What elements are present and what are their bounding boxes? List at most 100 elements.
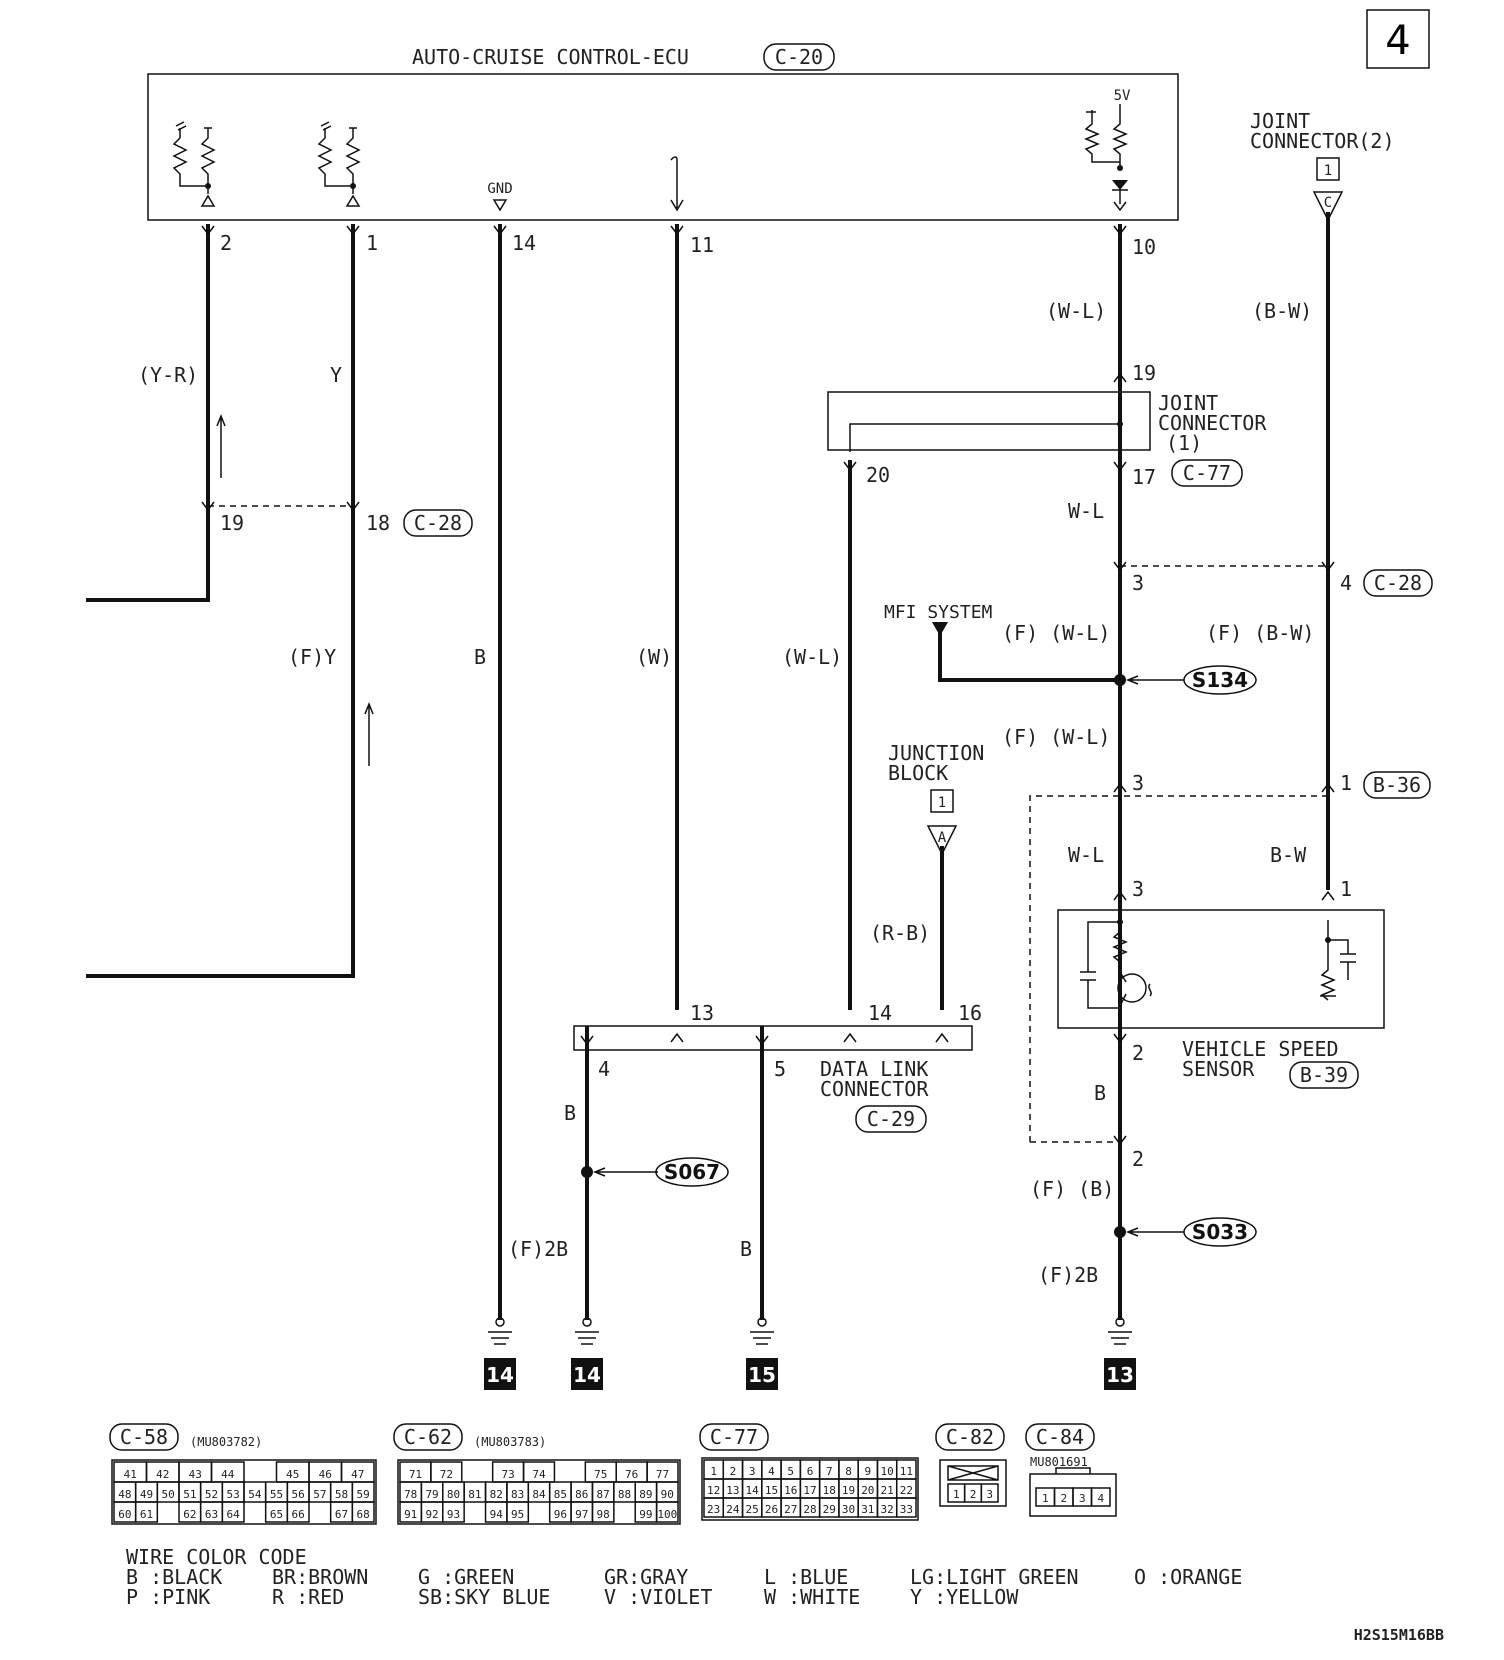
ecu-box: [147, 73, 1179, 221]
c62-part: (MU803783): [474, 1435, 546, 1449]
splice-s067-dot: [581, 1166, 593, 1178]
vss-pin-marks: [1113, 890, 1335, 1044]
pin-number: 52: [205, 1488, 218, 1501]
pin-number: 78: [404, 1488, 417, 1501]
junction-block-title-1: JUNCTION: [888, 741, 984, 765]
ecu-connector-label: C-20: [775, 45, 823, 69]
pin-number: 2: [970, 1488, 977, 1501]
wire-label-wl: W-L: [1068, 499, 1104, 523]
jc1-connector-label: C-77: [1183, 461, 1231, 485]
wcc-r1-2: G :GREEN: [418, 1565, 514, 1589]
pin-number: 53: [227, 1488, 240, 1501]
pin-number: 65: [270, 1508, 283, 1521]
ground-15: 15: [748, 1363, 776, 1387]
pin-number: 3: [986, 1488, 993, 1501]
pin-number: 99: [639, 1508, 652, 1521]
wcc-r1-4: L :BLUE: [764, 1565, 848, 1589]
wire-label-rb: (R-B): [870, 921, 930, 945]
wire-label-b-mid: B: [740, 1237, 752, 1261]
ecu-pin-10: 10: [1132, 235, 1156, 259]
c28-pin-19: 19: [220, 511, 244, 535]
ecu-pin-11: 11: [690, 233, 714, 257]
pin-number: 96: [554, 1508, 567, 1521]
pin-number: 93: [447, 1508, 460, 1521]
pin-number: 94: [490, 1508, 504, 1521]
wcc-r2-2: SB:SKY BLUE: [418, 1585, 550, 1609]
pin-number: 72: [440, 1468, 453, 1481]
vss-title-2: SENSOR: [1182, 1057, 1255, 1081]
pin-number: 11: [900, 1465, 913, 1478]
c77-label: C-77: [710, 1425, 758, 1449]
b36-pin-3: 3: [1132, 771, 1144, 795]
pin-number: 14: [746, 1484, 760, 1497]
c28-left-label: C-28: [414, 511, 462, 535]
c84-label: C-84: [1036, 1425, 1084, 1449]
c28-right-label: C-28: [1374, 571, 1422, 595]
vss-pin-2b: 2: [1132, 1147, 1144, 1171]
ground-13-badge: [1104, 1358, 1136, 1390]
pin-number: 2: [1060, 1492, 1067, 1505]
wire-label-yr: (Y-R): [138, 363, 198, 387]
pin-number: 15: [765, 1484, 778, 1497]
wire-color-code-legend: WIRE COLOR CODE B :BLACK BR:BROWN G :GRE…: [126, 1545, 1242, 1609]
ground-14-a: 14: [486, 1363, 514, 1387]
pin-number: 85: [554, 1488, 567, 1501]
ground-symbols: [488, 1317, 1132, 1345]
pin-cell: [134, 1501, 159, 1523]
ecu-connector-badge: [763, 43, 835, 71]
splice-s134-dot: [1114, 674, 1126, 686]
pin-number: 57: [313, 1488, 326, 1501]
ecu-5v-label: 5V: [1114, 88, 1131, 104]
pin-number: 47: [351, 1468, 364, 1481]
ecu-internal-circuit-1: [317, 121, 361, 207]
splice-s134-badge: [1183, 665, 1257, 695]
pin-cell: [286, 1501, 310, 1523]
wcc-r1-3: GR:GRAY: [604, 1565, 688, 1589]
page-number: 4: [1385, 18, 1410, 64]
ground-14-b-badge: [571, 1358, 603, 1390]
c28-pin-18: 18: [366, 511, 390, 535]
pin-number: 87: [597, 1488, 610, 1501]
jc2-box-number: 1: [1324, 163, 1332, 179]
pin-number: 18: [823, 1484, 836, 1497]
mfi-label: MFI SYSTEM: [884, 602, 993, 623]
wire-label-f-b: (F) (B): [1030, 1177, 1114, 1201]
ground-15-badge: [746, 1358, 778, 1390]
pin-number: 73: [501, 1468, 514, 1481]
jc1-pin-17: 17: [1132, 465, 1156, 489]
pin-number: 79: [425, 1488, 438, 1501]
dlc-connector-label: C-29: [867, 1107, 915, 1131]
pin-cell: [895, 1497, 917, 1518]
pin-number: 7: [826, 1465, 833, 1478]
pin-number: 19: [842, 1484, 855, 1497]
pin-number: 68: [357, 1508, 370, 1521]
pin-number: 20: [861, 1484, 874, 1497]
wire-label-y: Y: [330, 363, 342, 387]
c28-pin-4: 4: [1340, 571, 1352, 595]
ground-13: 13: [1106, 1363, 1134, 1387]
b36-dash: [1029, 795, 1328, 1142]
wire-label-f-2b-left: (F)2B: [508, 1237, 568, 1261]
pin-number: 89: [639, 1488, 652, 1501]
vss-pin-2: 2: [1132, 1041, 1144, 1065]
pin-number: 49: [140, 1488, 153, 1501]
pin-number: 10: [880, 1465, 893, 1478]
pin-number: 21: [880, 1484, 893, 1497]
ground-14-a-badge: [484, 1358, 516, 1390]
dlc-pin-4: 4: [598, 1057, 610, 1081]
ecu-internal-circuit-2: [172, 121, 216, 207]
vss-connector-label: B-39: [1300, 1063, 1348, 1087]
jc1-title-3: (1): [1166, 431, 1202, 455]
wire-label-wl-data: (W-L): [782, 645, 842, 669]
junction-block-title-2: BLOCK: [888, 761, 948, 785]
splice-s033-badge: [1183, 1217, 1257, 1247]
pin-number: 88: [618, 1488, 631, 1501]
pin-number: 58: [335, 1488, 348, 1501]
jc1-pin-19: 19: [1132, 361, 1156, 385]
pin-number: 8: [845, 1465, 852, 1478]
jc2-triangle-letter: C: [1324, 195, 1332, 211]
wcc-r1-0: B :BLACK: [126, 1565, 222, 1589]
vss-title-1: VEHICLE SPEED: [1182, 1037, 1339, 1061]
